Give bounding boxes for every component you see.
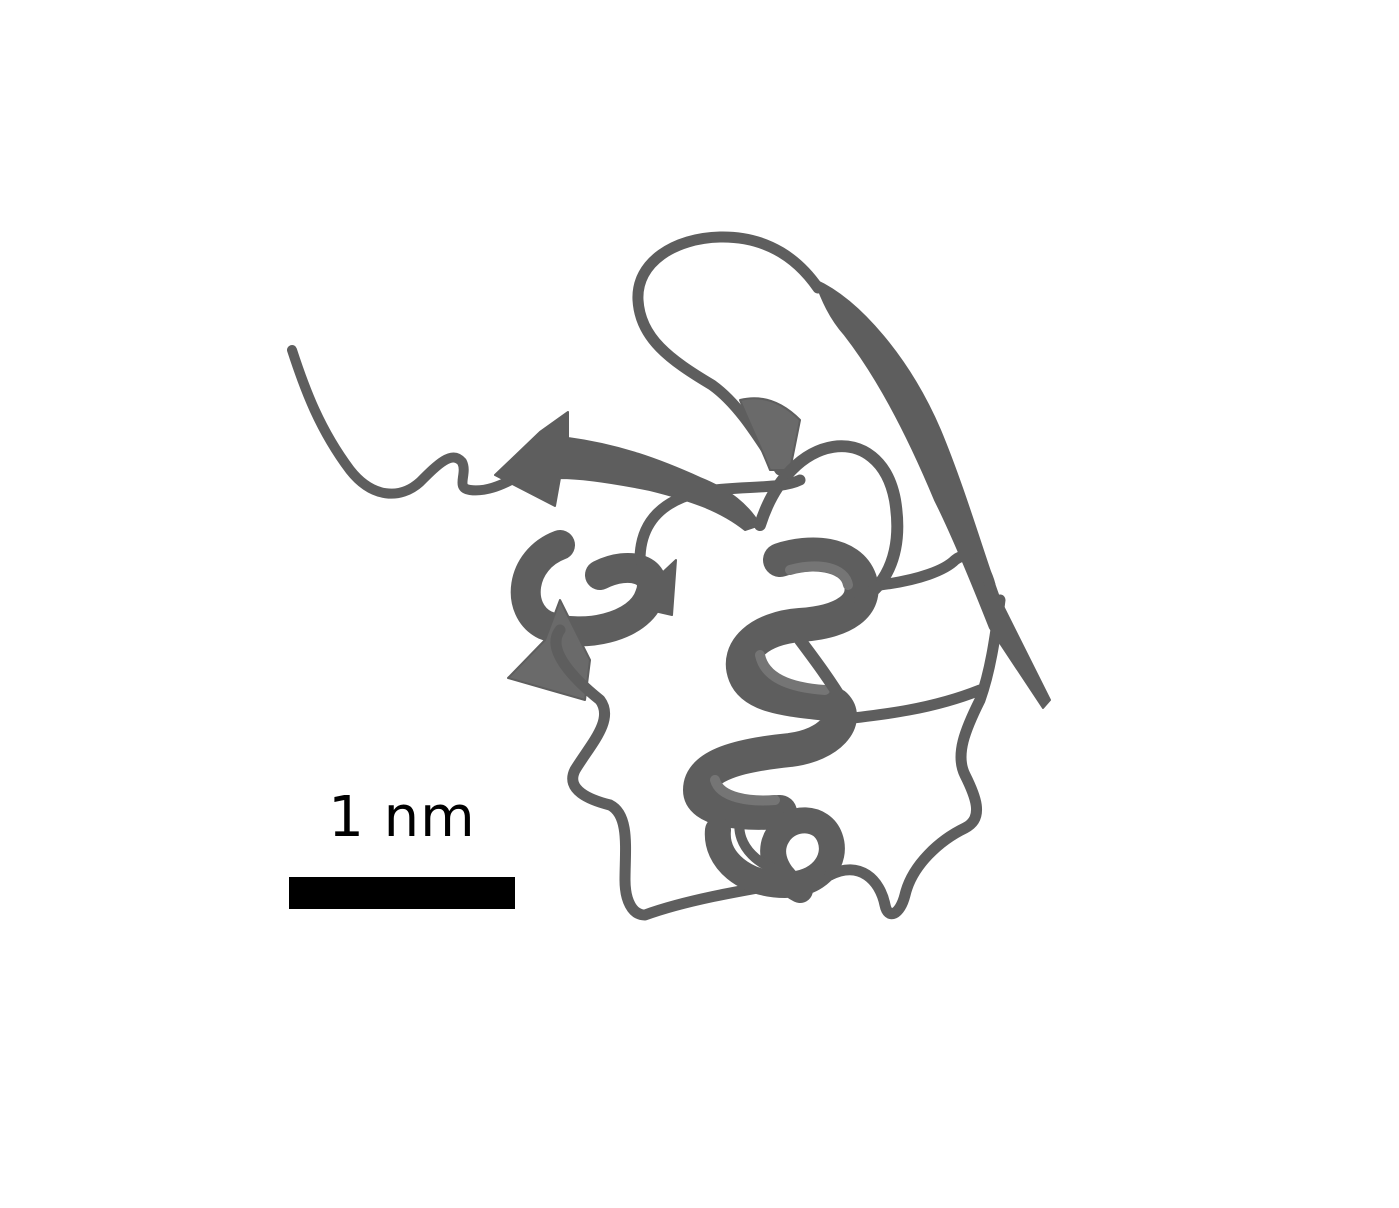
scale-bar xyxy=(289,877,515,909)
left-helix-arrow xyxy=(639,559,677,616)
scale-bar-label: 1 nm xyxy=(328,785,476,850)
right-coil xyxy=(824,594,1006,920)
beta-strand-left xyxy=(494,411,761,531)
left-helix xyxy=(510,530,667,647)
main-helix xyxy=(683,537,879,830)
beta-strand-right xyxy=(814,279,1051,709)
main-helix-highlight xyxy=(710,561,853,806)
bottom-helix-inner xyxy=(734,815,795,877)
bottom-helix xyxy=(704,807,845,903)
n-terminal-coil xyxy=(287,345,520,499)
bridge-coil xyxy=(874,550,996,591)
beta-strand-small xyxy=(739,397,801,471)
left-coil xyxy=(550,474,836,921)
top-loop-coil xyxy=(632,231,824,476)
